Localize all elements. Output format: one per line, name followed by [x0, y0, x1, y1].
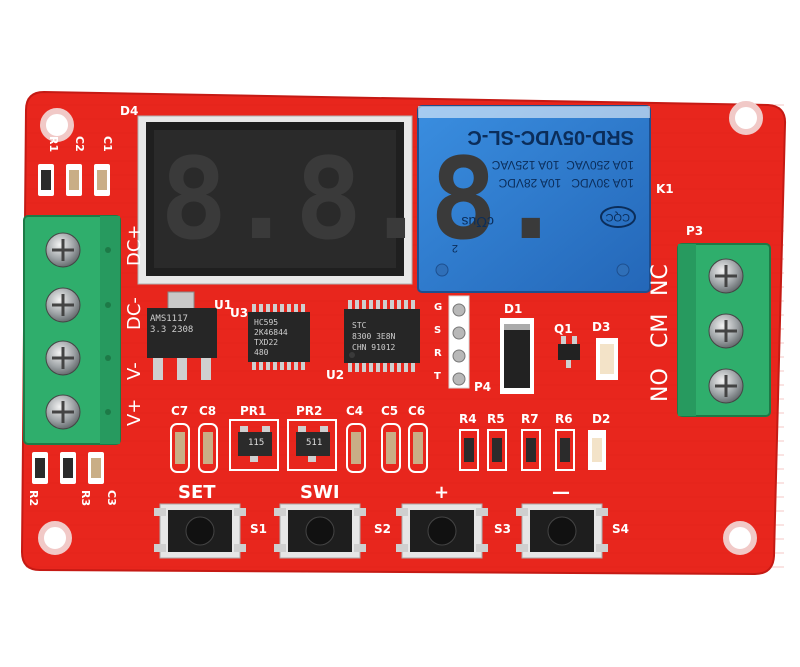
relay-rating-1: 10A 250VAC 10A 125VAC: [491, 158, 634, 172]
relay-model: SRD-05VDC-SL-C: [467, 126, 634, 148]
transistor-q1: [558, 344, 580, 360]
mcu-marking: STC 8300 3E8N CHN 91012: [352, 321, 396, 352]
label-s2: S2: [374, 522, 391, 536]
button-label-plus: +: [434, 482, 450, 503]
right-terminal-screws: [708, 258, 744, 404]
label-d1: D1: [504, 302, 523, 316]
display-digit-2: 8.: [294, 135, 430, 265]
header-pin-r: R: [434, 348, 442, 359]
diode-d1: [504, 324, 530, 388]
display-digit-3: 8.: [429, 135, 565, 265]
terminal-label-cm: CM: [648, 313, 673, 348]
label-d3: D3: [592, 320, 611, 334]
tactile-buttons: [154, 503, 608, 559]
pin-header: [448, 295, 470, 389]
left-terminal-screws: [45, 232, 81, 430]
label-p4: P4: [474, 380, 492, 394]
regulator-marking: AMS1117 3.3 2308: [150, 314, 194, 335]
terminal-label-no: NO: [648, 368, 673, 402]
relay-printing: SRD-05VDC-SL-C 10A 250VAC 10A 125VAC 10A…: [424, 112, 644, 282]
label-c5: C5: [381, 404, 399, 418]
button-label-swi: SWI: [300, 482, 340, 503]
terminal-label-v-minus: V-: [124, 362, 145, 380]
label-r1: R1: [47, 136, 60, 153]
label-k1: K1: [656, 182, 674, 196]
mount-hole-tr: [729, 101, 763, 135]
cap-row: [170, 423, 428, 473]
terminal-label-dc-minus: DC-: [124, 297, 145, 330]
relay-ul-mark: c℧us: [461, 214, 494, 230]
mcu-chip: [344, 309, 420, 363]
shift-register-marking: HC595 2K46844 TXD22 480: [254, 318, 288, 357]
label-c8: C8: [199, 404, 217, 418]
label-s3: S3: [494, 522, 511, 536]
label-c1: C1: [101, 136, 114, 152]
seven-segment-display: 8. 8. 8.: [160, 135, 565, 265]
mount-hole-bl: [38, 521, 72, 555]
label-r5: R5: [487, 412, 505, 426]
relay-number: 2: [451, 242, 458, 254]
pot-marking-1: 115: [248, 438, 265, 448]
potentiometers: [229, 419, 337, 471]
label-d4: D4: [120, 104, 139, 118]
shift-register-pins: [252, 304, 305, 370]
regulator-chip: [147, 308, 217, 358]
header-pin-s: S: [434, 325, 442, 336]
terminal-label-v-plus: V+: [124, 398, 145, 426]
label-r7: R7: [521, 412, 539, 426]
label-c4: C4: [346, 404, 364, 418]
label-s1: S1: [250, 522, 267, 536]
label-c3: C3: [105, 490, 118, 506]
pot-marking-2: 511: [306, 438, 323, 448]
display-digit-1: 8.: [160, 135, 295, 265]
smd-top-left: [38, 164, 110, 196]
label-r2: R2: [27, 490, 40, 507]
label-c6: C6: [408, 404, 426, 418]
label-r6: R6: [555, 412, 573, 426]
mcu-pins: [348, 300, 415, 372]
mount-hole-tl: [40, 108, 74, 142]
label-u1: U1: [214, 298, 233, 312]
header-pin-g: G: [434, 302, 443, 313]
label-s4: S4: [612, 522, 629, 536]
label-r3: R3: [79, 490, 92, 507]
button-label-set: SET: [178, 482, 216, 503]
label-r4: R4: [459, 412, 477, 426]
label-d2: D2: [592, 412, 611, 426]
terminal-label-dc-plus: DC+: [124, 224, 145, 266]
label-pr1: PR1: [240, 404, 267, 418]
label-u3: U3: [230, 306, 249, 320]
button-label-minus: —: [552, 482, 570, 503]
led-d3: [600, 344, 614, 374]
label-c7: C7: [171, 404, 189, 418]
smd-left-bottom: [32, 452, 104, 484]
label-pr2: PR2: [296, 404, 323, 418]
label-q1: Q1: [554, 322, 573, 336]
relay-rating-2: 10A 30VDC 10A 28VDC: [498, 176, 634, 190]
mount-hole-br: [723, 521, 757, 555]
terminal-label-nc: NC: [648, 264, 673, 296]
header-pin-t: T: [434, 371, 441, 382]
relay-cert-mark: CQC: [599, 206, 636, 228]
resistor-row: [459, 429, 606, 471]
label-c2: C2: [73, 136, 86, 152]
shift-register-chip: [248, 312, 310, 362]
label-p3: P3: [686, 224, 704, 238]
label-u2: U2: [326, 368, 345, 382]
